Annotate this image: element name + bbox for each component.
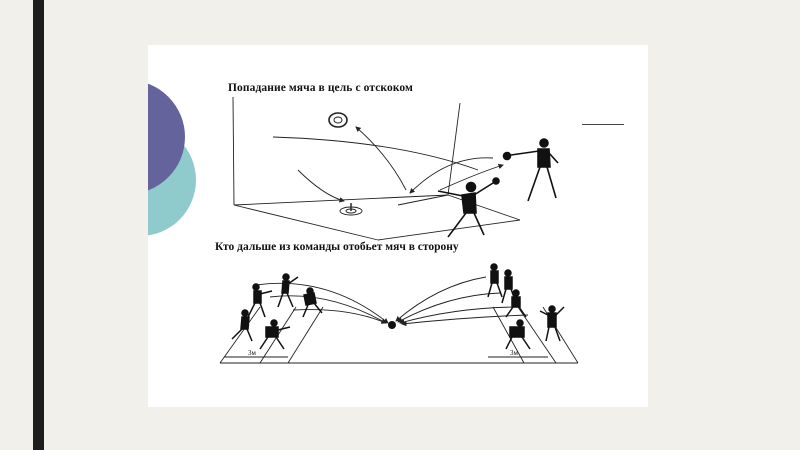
left-court-outer bbox=[219, 306, 261, 364]
left-arc-2 bbox=[269, 295, 387, 324]
throw-trajectory-2 bbox=[439, 163, 504, 191]
right-arc-3 bbox=[399, 306, 521, 325]
title-top: Попадание мяча в цель с отскоком bbox=[228, 82, 413, 94]
right-team bbox=[487, 263, 565, 350]
floor-inner-line bbox=[397, 194, 449, 206]
wall-target-center bbox=[333, 116, 343, 124]
left-player-5 bbox=[259, 319, 291, 350]
left-player-1 bbox=[277, 273, 299, 308]
wall-curve bbox=[272, 136, 479, 171]
left-player-3 bbox=[302, 287, 323, 318]
distance-label-right: 3м bbox=[510, 349, 519, 357]
dash-mark bbox=[582, 124, 624, 125]
center-ball bbox=[388, 321, 396, 329]
right-arc-4 bbox=[401, 314, 529, 327]
wall-target-ring bbox=[328, 112, 348, 128]
right-player-5 bbox=[505, 319, 531, 350]
left-court-inner bbox=[287, 306, 324, 364]
decorative-circles bbox=[148, 83, 196, 236]
left-accent-bar bbox=[33, 0, 44, 450]
right-court-mid bbox=[517, 306, 557, 364]
wall-right-edge bbox=[447, 102, 461, 196]
bounce-trajectory-2 bbox=[297, 169, 345, 203]
player-thrower-near bbox=[437, 177, 500, 238]
throw-trajectory-1 bbox=[409, 157, 494, 194]
illustration: 3м 3м bbox=[219, 96, 579, 364]
right-player-3 bbox=[505, 289, 527, 318]
bounce-trajectory-1 bbox=[355, 126, 407, 191]
left-arc-1 bbox=[255, 282, 389, 324]
distance-label-left: 3м bbox=[248, 349, 257, 357]
right-arc-1 bbox=[395, 276, 487, 322]
floor-far-edge bbox=[377, 219, 521, 241]
target-bounce-scene bbox=[232, 96, 521, 241]
left-player-2 bbox=[247, 283, 273, 318]
purple-circle bbox=[148, 83, 185, 191]
title-bottom: Кто дальше из команды отобьет мяч в стор… bbox=[215, 241, 459, 253]
left-player-4 bbox=[231, 309, 253, 342]
slide: Попадание мяча в цель с отскоком bbox=[148, 45, 648, 407]
right-player-1 bbox=[487, 263, 503, 298]
floor-front-edge bbox=[233, 204, 379, 241]
left-arc-3 bbox=[292, 309, 387, 324]
right-player-4 bbox=[539, 305, 565, 342]
floor-right-edge bbox=[447, 194, 521, 221]
left-team bbox=[231, 273, 323, 350]
player-thrower-far bbox=[502, 138, 559, 202]
wall-left-edge bbox=[232, 96, 235, 206]
